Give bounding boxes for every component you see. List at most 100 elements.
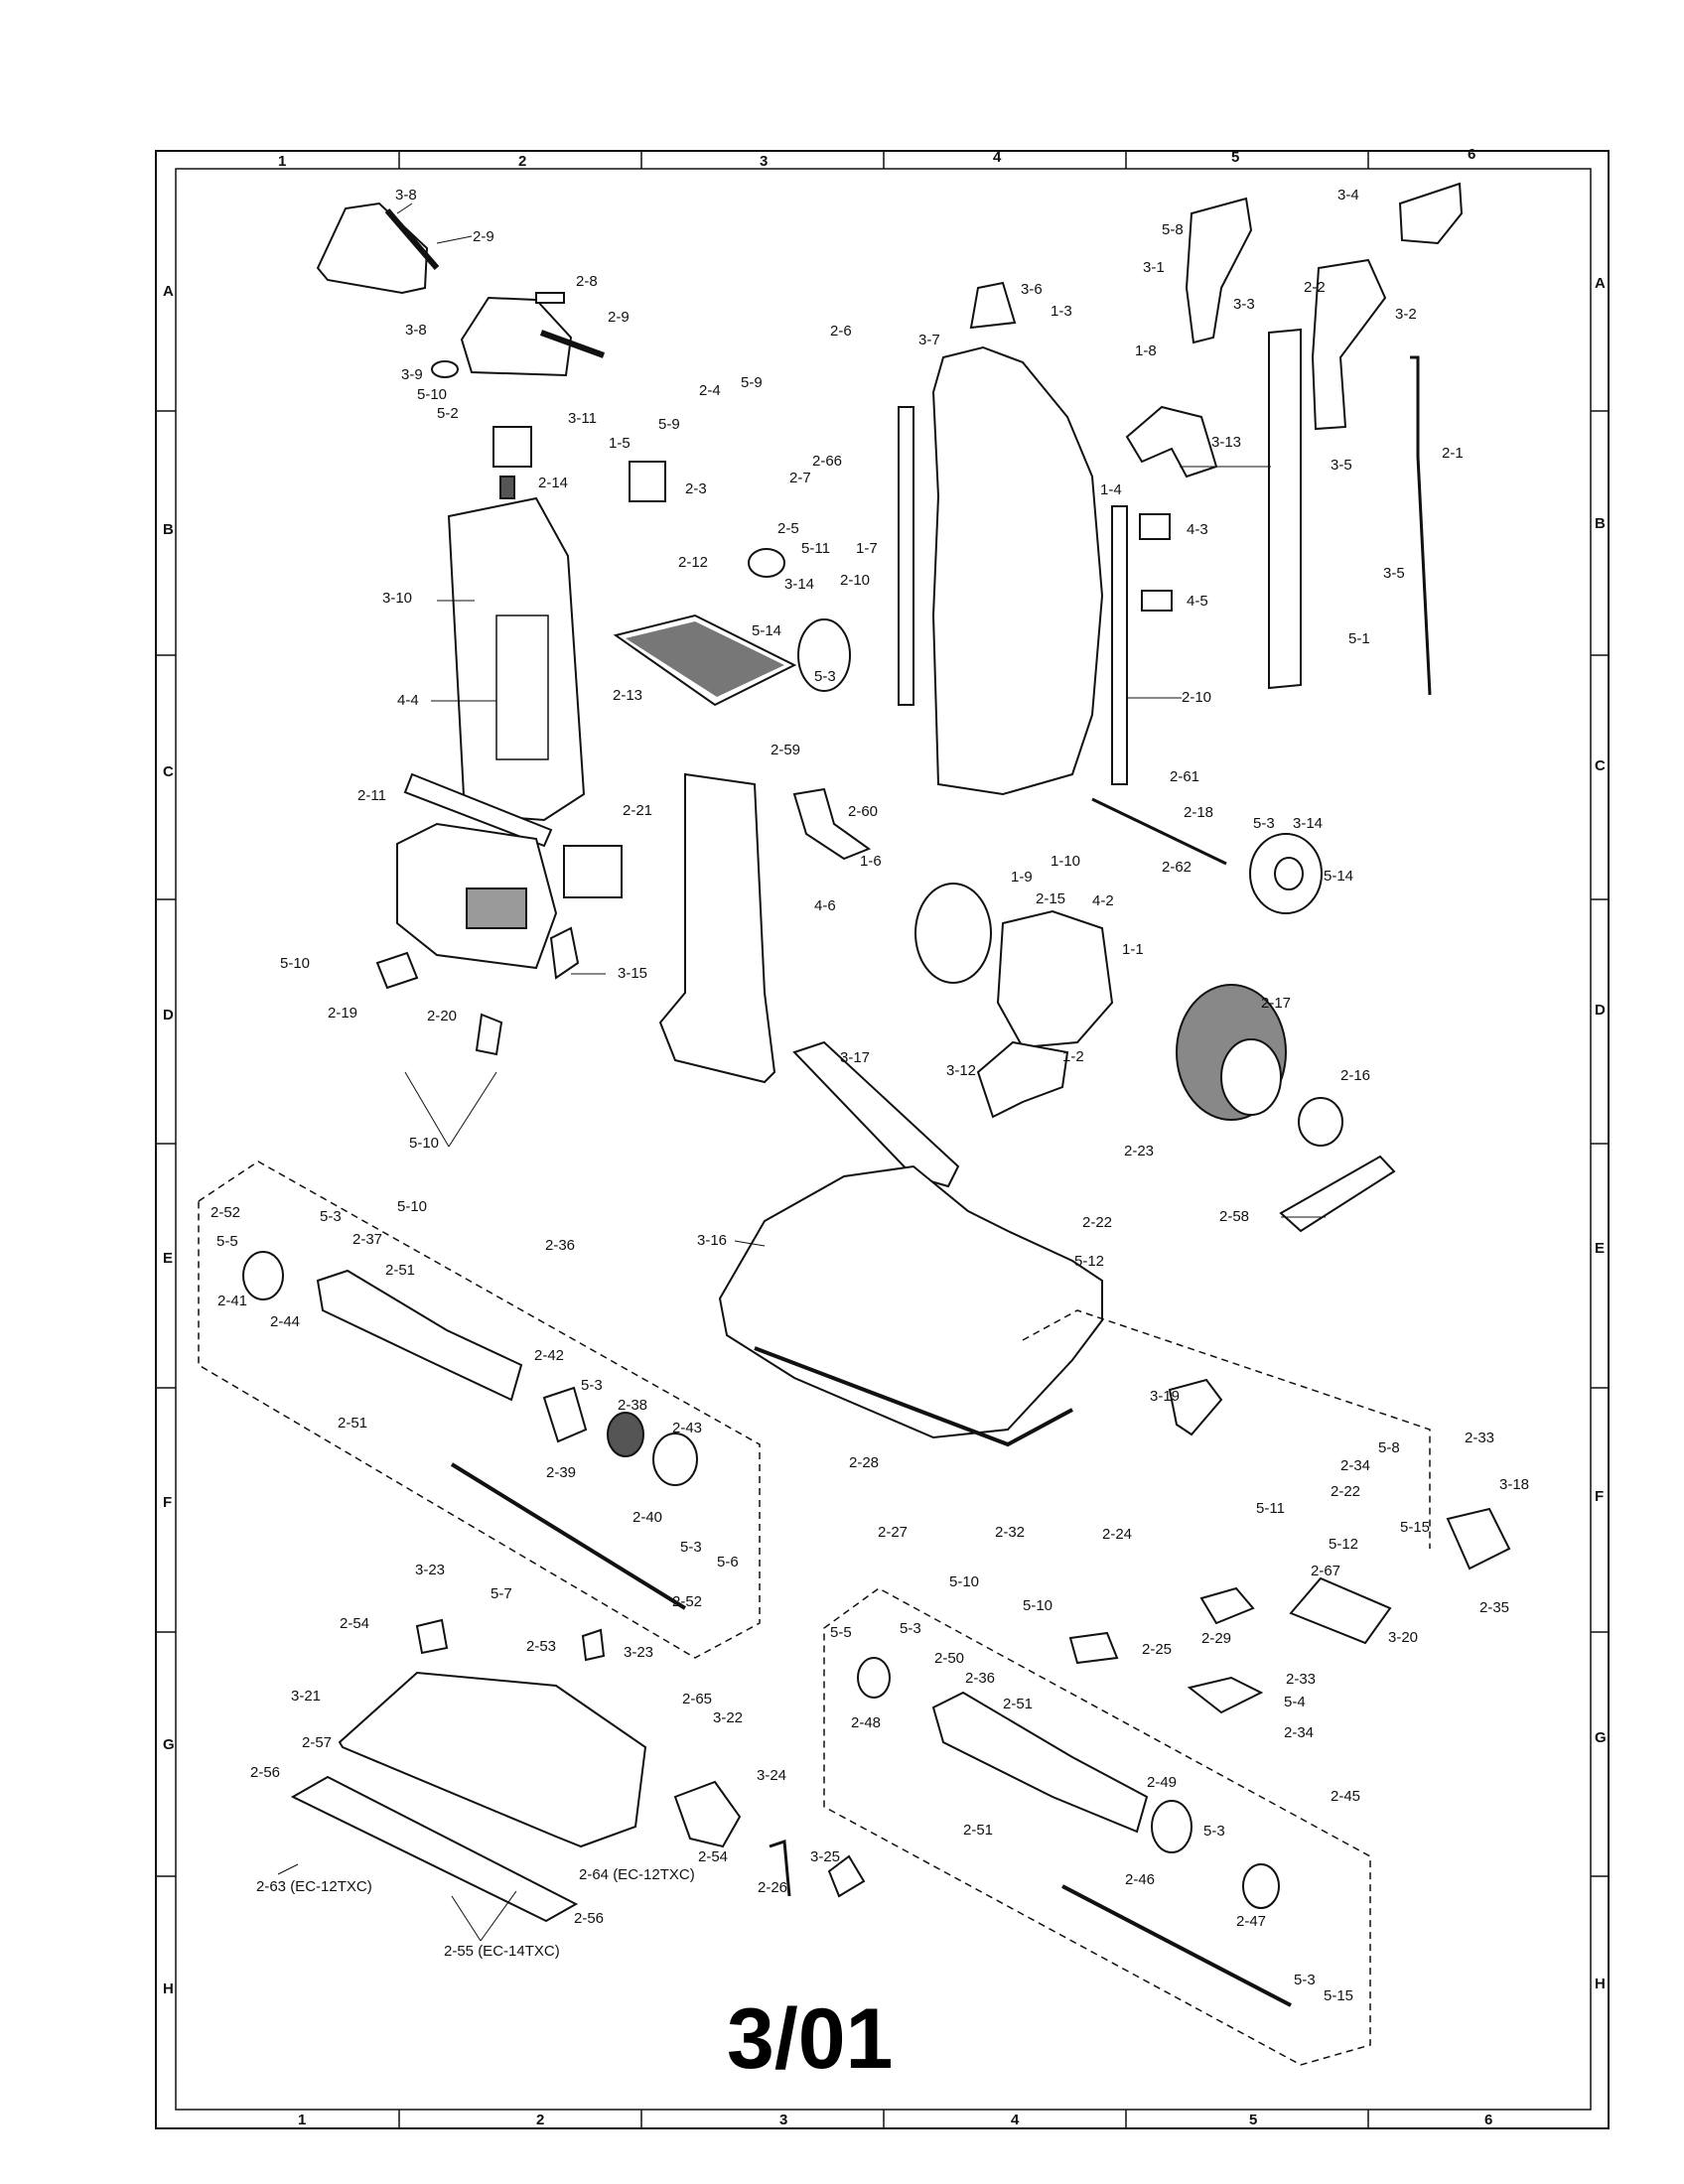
callout: 2-16 <box>1340 1067 1370 1084</box>
callout: 3-25 <box>810 1848 840 1865</box>
wand-tube-3-5 <box>1268 328 1302 690</box>
ring-2-15 <box>914 883 992 984</box>
callout: 2-24 <box>1102 1526 1132 1543</box>
endcap-2-43 <box>652 1433 698 1486</box>
callout: 5-15 <box>1400 1519 1430 1536</box>
grid-row-f-left: F <box>163 1494 172 1511</box>
grid-col-3-bottom: 3 <box>779 2112 787 2128</box>
callout: 2-4 <box>699 382 721 399</box>
callout: 2-45 <box>1331 1788 1360 1805</box>
callout: 2-49 <box>1147 1774 1177 1791</box>
callout: 2-37 <box>352 1231 382 1248</box>
part-3-24 <box>673 1780 742 1848</box>
callout: 3-16 <box>697 1232 727 1249</box>
callout: 1-1 <box>1122 941 1144 958</box>
motor-1-1 <box>996 909 1114 1049</box>
callout: 3-11 <box>568 410 597 427</box>
brushroll-2-36-right <box>931 1691 1149 1834</box>
callout: 2-5 <box>777 520 799 537</box>
date-stamp: 3/01 <box>727 1991 893 2087</box>
callout: 2-34 <box>1340 1457 1370 1474</box>
part-2-19 <box>375 951 419 990</box>
handle-cover-top <box>316 202 429 295</box>
grid-row-c-left: C <box>163 763 174 780</box>
part-drawings <box>198 182 1511 2066</box>
part-3-19 <box>1168 1378 1223 1436</box>
callout: 2-51 <box>1003 1696 1033 1712</box>
callout: 4-2 <box>1092 892 1114 909</box>
callout: 3-6 <box>1021 281 1043 298</box>
grid-col-6-top: 6 <box>1468 146 1475 163</box>
plate-2-56 <box>290 1775 579 1923</box>
callout: 5-5 <box>216 1233 238 1250</box>
callout: 5-3 <box>1294 1972 1316 1988</box>
callout: 3-12 <box>946 1062 976 1079</box>
wire-2-1 <box>1410 355 1432 696</box>
callout: 5-9 <box>658 416 680 433</box>
callout: 2-7 <box>789 470 811 486</box>
callout: 4-4 <box>397 692 419 709</box>
callout: 2-43 <box>672 1420 702 1436</box>
callout: 2-17 <box>1261 995 1291 1012</box>
variant-label-2-63: 2-63 (EC-12TXC) <box>256 1878 372 1895</box>
callout: 2-52 <box>210 1204 240 1221</box>
diagram-frame <box>155 150 1610 2129</box>
grid-row-b-left: B <box>163 521 174 538</box>
callout: 2-57 <box>302 1734 332 1751</box>
shaft-2-39 <box>450 1462 687 1610</box>
callout: 2-58 <box>1219 1208 1249 1225</box>
callout: 3-21 <box>291 1688 321 1705</box>
callout: 2-67 <box>1311 1563 1340 1579</box>
callout: 2-54 <box>698 1848 728 1865</box>
grid-col-1-top: 1 <box>278 153 286 170</box>
part-3-23-right <box>581 1628 606 1662</box>
grid-col-5-top: 5 <box>1231 149 1239 166</box>
callout: 5-12 <box>1329 1536 1358 1553</box>
grid-row-d-left: D <box>163 1007 174 1024</box>
callout: 2-50 <box>934 1650 964 1667</box>
callout: 2-10 <box>1182 689 1211 706</box>
callout: 2-54 <box>340 1615 369 1632</box>
callout: 5-11 <box>1256 1500 1285 1517</box>
part-2-20 <box>475 1013 503 1056</box>
callout: 3-13 <box>1211 434 1241 451</box>
callout: 2-19 <box>328 1005 357 1022</box>
spring-2-26 <box>769 1839 791 1897</box>
callout: 5-3 <box>814 668 836 685</box>
callout: 2-60 <box>848 803 878 820</box>
callout: 2-22 <box>1331 1483 1360 1500</box>
callout: 4-6 <box>814 897 836 914</box>
callout: 3-5 <box>1383 565 1405 582</box>
callout: 2-42 <box>534 1347 564 1364</box>
callout: 4-5 <box>1187 593 1208 610</box>
callout: 5-4 <box>1284 1694 1306 1710</box>
wheel-3-14-rear <box>797 618 851 692</box>
callout: 2-13 <box>613 687 642 704</box>
callout: 2-56 <box>250 1764 280 1781</box>
knob-2-12 <box>748 548 785 578</box>
callout: 5-3 <box>680 1539 702 1556</box>
callout: 2-6 <box>830 323 852 340</box>
variant-label-2-64: 2-64 (EC-12TXC) <box>579 1866 695 1883</box>
callout: 2-25 <box>1142 1641 1172 1658</box>
callout: 2-33 <box>1286 1671 1316 1688</box>
bearing-2-38 <box>607 1412 644 1457</box>
part-2-33 <box>1187 1676 1264 1714</box>
callout: 3-5 <box>1331 457 1352 474</box>
callout: 2-44 <box>270 1313 300 1330</box>
handle-3-1 <box>1185 197 1253 344</box>
callout: 2-53 <box>526 1638 556 1655</box>
brushroll-assembly-group-left <box>198 1160 761 1659</box>
callout: 5-8 <box>1378 1439 1400 1456</box>
bottom-plate-3-21 <box>338 1671 647 1848</box>
callout: 3-14 <box>1293 815 1323 832</box>
callout: 3-15 <box>618 965 647 982</box>
callout: 2-56 <box>574 1910 604 1927</box>
callout: 2-41 <box>217 1293 247 1309</box>
callout: 2-20 <box>427 1008 457 1024</box>
callout: 2-39 <box>546 1464 576 1481</box>
leader-lines <box>277 203 1326 1942</box>
callout: 2-10 <box>840 572 870 589</box>
callout: 2-26 <box>758 1879 787 1896</box>
part-2-29 <box>1199 1586 1255 1625</box>
